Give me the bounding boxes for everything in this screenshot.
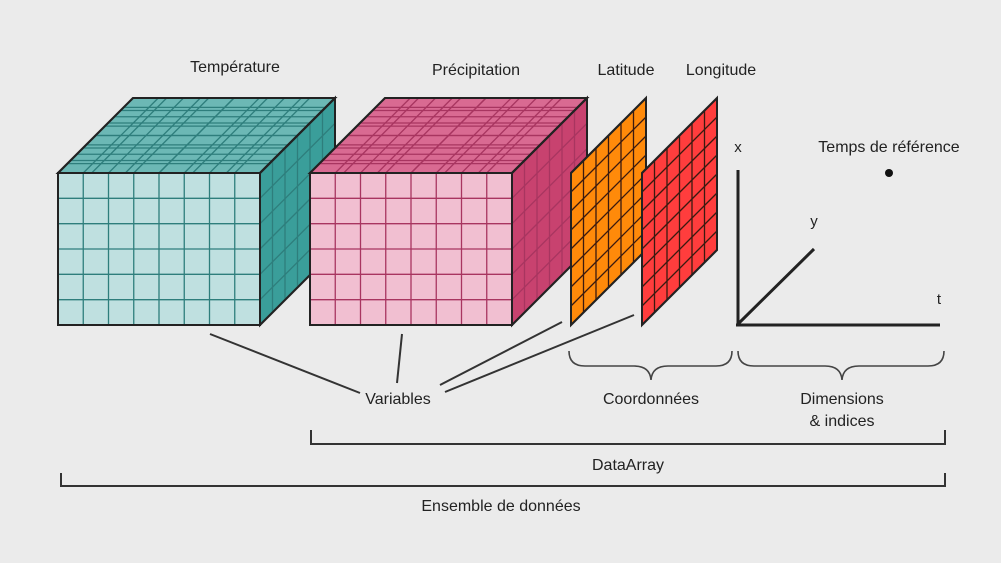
dataset-bracket: [60, 473, 946, 487]
variables-label: Variables: [365, 391, 431, 408]
dimensions-brace: [737, 350, 945, 381]
connector-precipitation-variables: [396, 333, 403, 384]
temperature-cube-front-grid: [58, 173, 260, 325]
coordinates-label: Coordonnées: [602, 391, 700, 408]
y-axis-label: y: [810, 213, 818, 230]
connector-latitude-variables: [439, 321, 563, 386]
precipitation-cube-front-grid: [310, 173, 512, 325]
dataarray-label: DataArray: [591, 457, 665, 474]
connector-temperature-variables: [209, 333, 361, 394]
x-axis-label: x: [734, 139, 742, 156]
latitude-label: Latitude: [597, 62, 655, 79]
dataset-label: Ensemble de données: [421, 498, 581, 515]
longitude-plane-grid: [641, 110, 718, 313]
precipitation-label: Précipitation: [431, 62, 521, 79]
t-axis-label: t: [936, 291, 942, 308]
dimensions-label-line2: & indices: [809, 413, 875, 430]
y-axis: [736, 247, 816, 326]
temperature-cube-front-outline: [57, 172, 261, 326]
reference-time-label: Temps de référence: [818, 139, 960, 156]
precipitation-cube-front-outline: [309, 172, 513, 326]
dataarray-bracket: [310, 430, 946, 445]
longitude-label: Longitude: [685, 62, 757, 79]
coordinates-brace: [568, 350, 733, 381]
connector-longitude-variables: [444, 314, 635, 393]
longitude-plane-outline: [641, 95, 718, 328]
dimensions-label-line1: Dimensions: [800, 391, 884, 408]
temperature-cube-top-grid-b: [70, 97, 323, 174]
reference-time-point: [885, 169, 893, 177]
precipitation-cube-top-grid-b: [322, 97, 575, 174]
temperature-label: Température: [190, 59, 280, 76]
latitude-plane-grid: [570, 110, 647, 313]
